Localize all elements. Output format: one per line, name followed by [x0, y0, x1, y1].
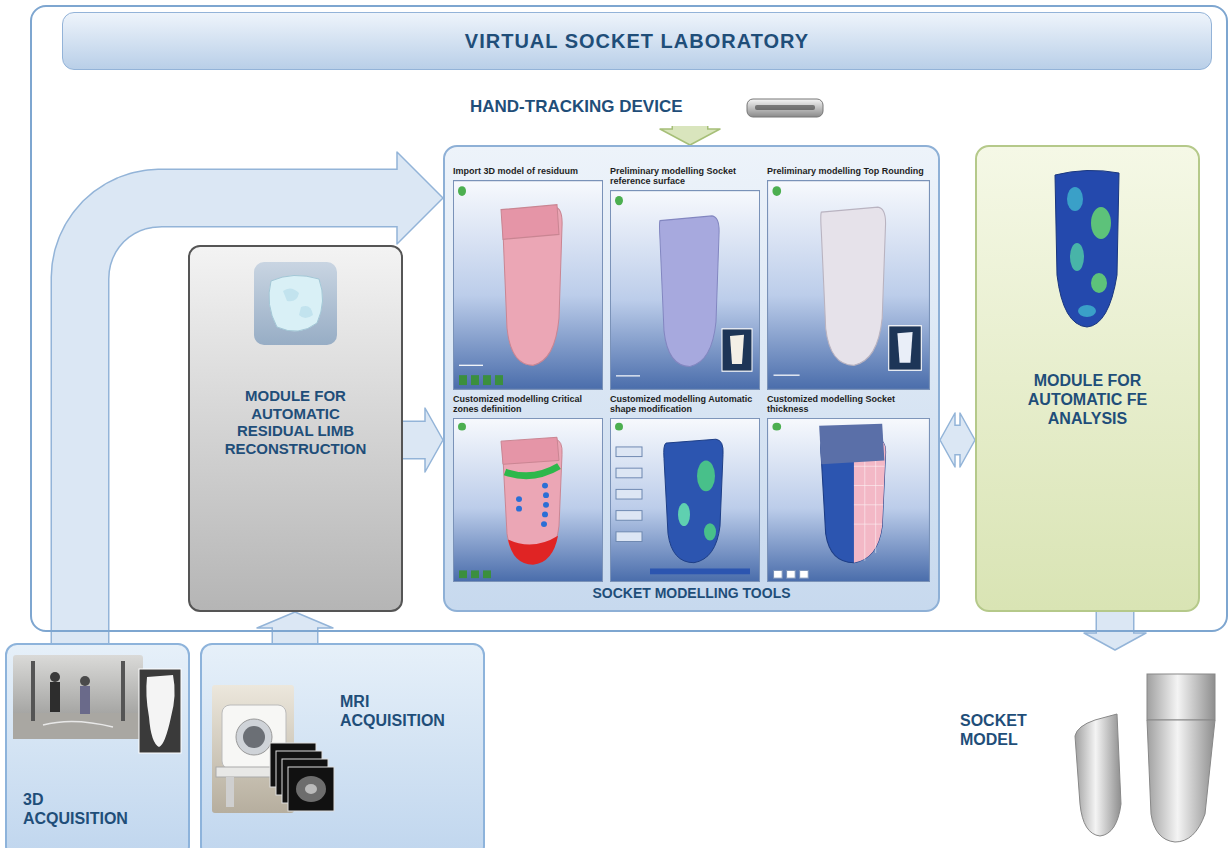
box-label: MODULE FOR AUTOMATIC RESIDUAL LIMB RECON… — [215, 387, 376, 458]
screenshot-socket-thickness — [767, 418, 930, 582]
screenshot-critical-zones — [453, 418, 603, 582]
screenshot-shape-modification — [610, 418, 760, 582]
tools-panel: SOCKET MODELLING TOOLS Import 3D model of… — [443, 145, 940, 612]
box-label: SOCKET MODEL — [960, 712, 1052, 750]
hand-tracking-device-icon — [745, 91, 825, 125]
fe-result-model — [1047, 165, 1127, 330]
mri-scanner-photo — [212, 685, 337, 815]
laboratory-frame: VIRTUAL SOCKET LABORATORY HAND-TRACKING D… — [30, 5, 1228, 632]
screenshot-import — [453, 180, 603, 390]
screenshot-panel: Import 3D model of residuum — [453, 166, 603, 390]
screenshot-top-rounding — [767, 180, 930, 390]
step-caption: Customized modelling Automatic shape mod… — [610, 394, 760, 415]
residual-limb-icon — [253, 261, 338, 346]
step-caption: Customized modelling Critical zones defi… — [453, 394, 603, 415]
step-caption: Customized modelling Socket thickness — [767, 394, 930, 415]
flow-arrow — [80, 152, 443, 643]
step-caption: Import 3D model of residuum — [453, 166, 603, 176]
screenshot-panel: Customized modelling Socket thickness — [767, 394, 930, 582]
box-label: 3D ACQUISITION — [23, 791, 148, 829]
device-node: HAND-TRACKING DEVICE — [470, 90, 830, 126]
screenshot-panel: Preliminary modelling Top Rounding — [767, 166, 930, 390]
flow-arrow — [403, 408, 443, 472]
flow-arrow — [940, 413, 975, 467]
box-label: MODULE FOR AUTOMATIC FE ANALYSIS — [992, 372, 1183, 429]
flow-arrow — [660, 126, 720, 145]
box-label: HAND-TRACKING DEVICE — [470, 97, 735, 117]
3d-acquisition-photo — [13, 655, 183, 755]
module-box: MODULE FOR AUTOMATIC RESIDUAL LIMB RECON… — [188, 245, 403, 612]
output-node: SOCKET MODEL — [955, 650, 1230, 848]
screenshot-panel: Customized modelling Automatic shape mod… — [610, 394, 760, 582]
screenshot-panel: Preliminary modelling Socket reference s… — [610, 166, 760, 390]
socket-model-render — [1055, 664, 1227, 846]
module-box: MODULE FOR AUTOMATIC FE ANALYSIS — [975, 145, 1200, 612]
box-label: MRI ACQUISITION — [340, 693, 475, 731]
step-caption: Preliminary modelling Top Rounding — [767, 166, 930, 176]
box-label: SOCKET MODELLING TOOLS — [445, 585, 938, 602]
screenshot-reference-surface — [610, 190, 760, 390]
flow-arrow — [257, 612, 333, 643]
title-band: VIRTUAL SOCKET LABORATORY — [62, 12, 1212, 70]
input-box: 3D ACQUISITION — [5, 643, 190, 848]
screenshot-panel: Customized modelling Critical zones defi… — [453, 394, 603, 582]
step-caption: Preliminary modelling Socket reference s… — [610, 166, 760, 187]
input-box: MRI ACQUISITION — [200, 643, 485, 848]
